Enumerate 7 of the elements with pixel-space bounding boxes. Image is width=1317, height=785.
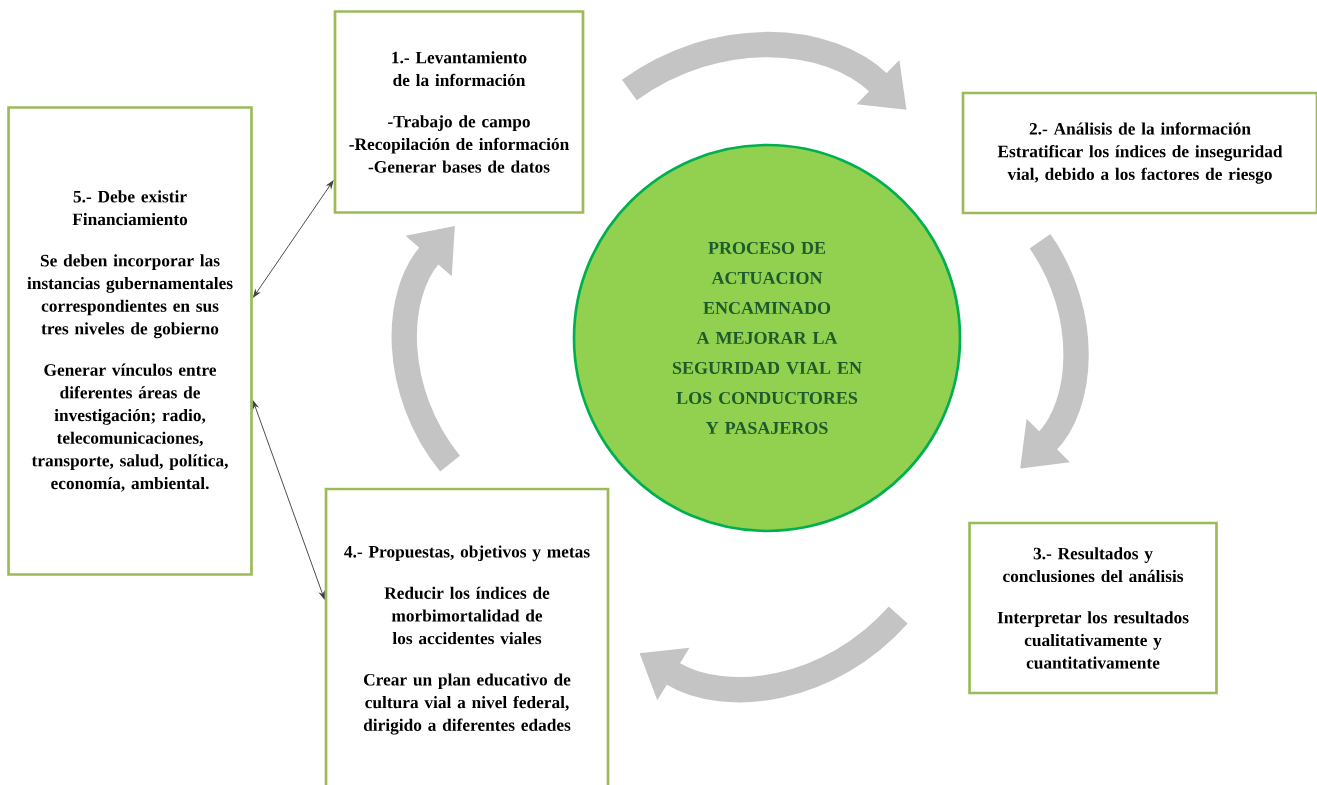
step-box: 5.- Debe existir Financiamiento Se deben incorporar las instancias gubernamentales correspondientes en sus tres niveles de gobierno Generar vínculos entre diferentes áreas de investigación; radio, telecomunicaciones, transporte, salud, política, economía, ambiental. [7,106,253,576]
double-arrow [252,400,325,600]
step-box: 3.- Resultados y conclusiones del análisis Interpretar los resultados cualitativamente y cuantitativamente [968,521,1218,695]
step-box: 2.- Análisis de la información Estratificar los índices de inseguridad vial, debido a los factores de riesgo [961,91,1317,215]
step-box: 4.- Propuestas, objetivos y metas Reducir los índices de morbimortalidad de los accidentes viales Crear un plan educativo de cultura vial a nivel federal, dirigido a diferentes edades [324,487,610,785]
step-box: 1.- Levantamiento de la información -Trabajo de campo -Recopilación de información -Generar bases de datos [333,10,585,214]
double-arrow [253,180,334,298]
